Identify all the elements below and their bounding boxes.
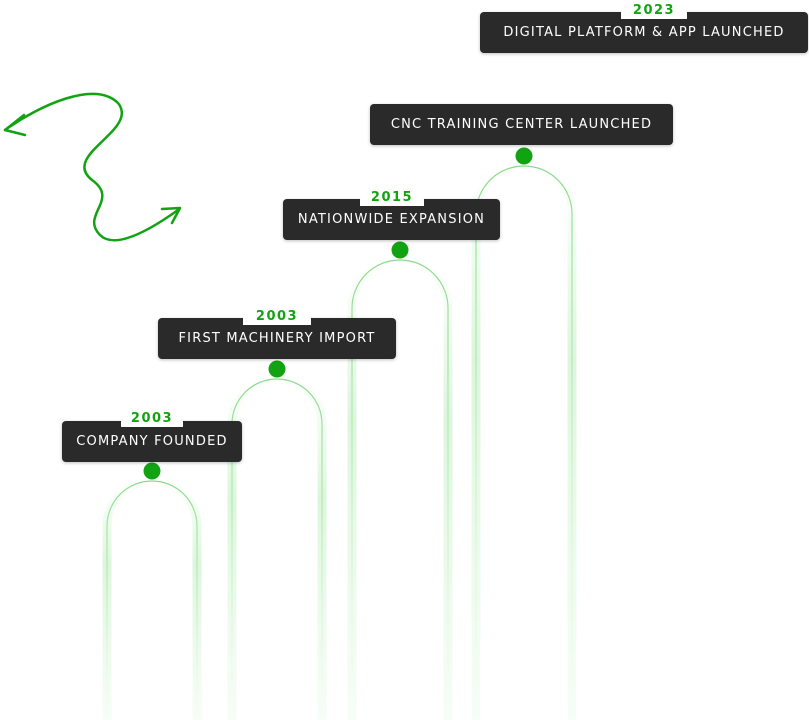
milestone-title: COMPANY FOUNDED bbox=[62, 421, 242, 462]
milestone-year: 2003 bbox=[243, 309, 311, 325]
arch-glow bbox=[102, 476, 202, 720]
milestone-dot bbox=[268, 360, 286, 378]
milestone-year: 2003 bbox=[121, 411, 183, 427]
arch-line bbox=[106, 480, 198, 720]
milestone-title: NATIONWIDE EXPANSION bbox=[283, 199, 500, 240]
milestone-title: CNC TRAINING CENTER LAUNCHED bbox=[370, 104, 673, 145]
arch-glow bbox=[227, 374, 327, 720]
squiggle-arrow-icon bbox=[3, 92, 182, 242]
arch-line bbox=[351, 259, 449, 720]
arch-line bbox=[475, 165, 573, 720]
milestone-dot bbox=[391, 241, 409, 259]
arch-glow bbox=[471, 161, 577, 720]
milestone-year: 2023 bbox=[621, 3, 687, 19]
arch-line bbox=[231, 378, 323, 720]
milestone-title: FIRST MACHINERY IMPORT bbox=[158, 318, 396, 359]
milestone-dot bbox=[515, 147, 533, 165]
milestone-dot bbox=[143, 462, 161, 480]
milestone-year: 2015 bbox=[360, 190, 424, 206]
